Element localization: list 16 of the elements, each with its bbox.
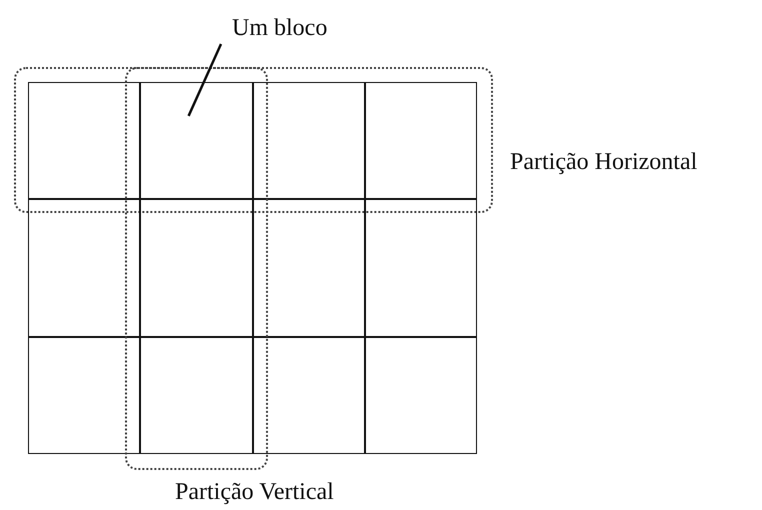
block bbox=[28, 199, 140, 337]
block bbox=[253, 337, 365, 454]
block bbox=[365, 82, 477, 199]
partition-label: Partição Horizontal bbox=[510, 148, 698, 176]
block bbox=[253, 199, 365, 337]
block bbox=[140, 337, 253, 454]
block bbox=[365, 337, 477, 454]
block bbox=[28, 337, 140, 454]
block bbox=[365, 199, 477, 337]
block bbox=[253, 82, 365, 199]
leader-line bbox=[187, 43, 222, 116]
partition-label: Partição Vertical bbox=[175, 478, 334, 506]
callout-text: Um bloco bbox=[232, 14, 328, 42]
block bbox=[140, 199, 253, 337]
block bbox=[28, 82, 140, 199]
block bbox=[140, 82, 253, 199]
